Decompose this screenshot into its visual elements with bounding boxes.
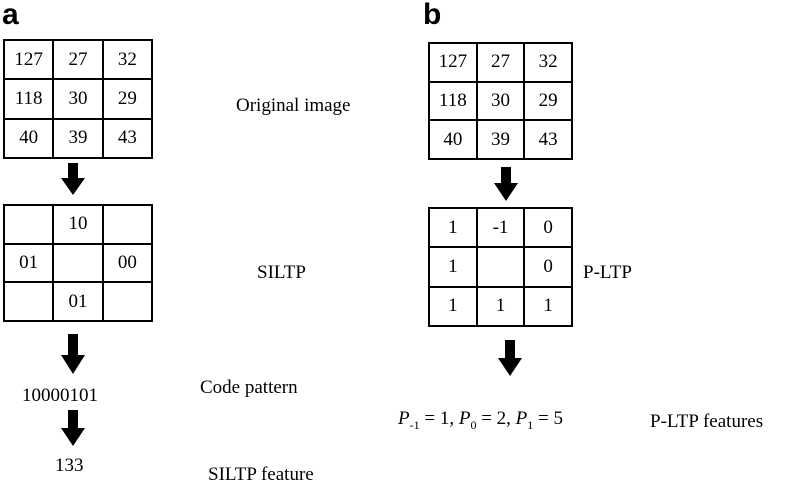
original-image-label: Original image [236, 95, 351, 116]
pltp-cell: 0 [524, 208, 572, 248]
pltp-cell: 1 [429, 208, 477, 248]
pixel-cell: 43 [524, 120, 572, 159]
pixel-cell: 29 [524, 81, 572, 121]
pixel-cell: 29 [102, 79, 152, 119]
pixel-cell: 40 [4, 118, 54, 158]
siltp-cell [4, 282, 54, 321]
siltp-cell [102, 282, 152, 321]
pixel-cell: 30 [53, 79, 103, 119]
pltp-features-formula: P-1 = 1, P0 = 2, P1 = 5 [398, 408, 563, 432]
down-arrow-icon [61, 334, 85, 374]
pltp-features-label: P-LTP features [650, 411, 764, 432]
pltp-cell: 1 [476, 286, 525, 326]
pixel-cell: 39 [53, 118, 103, 158]
siltp-cell [53, 243, 103, 283]
pltp-cell: 1 [429, 286, 477, 326]
pixel-cell: 118 [429, 81, 477, 121]
pixel-cell: 27 [476, 43, 525, 82]
pixel-cell: 30 [476, 81, 525, 121]
siltp-cell: 01 [4, 243, 54, 283]
down-arrow-icon [498, 340, 522, 376]
feature-term: P0 = 2 [458, 408, 507, 432]
feature-term: P-1 = 1 [398, 408, 450, 432]
siltp-label: SILTP [257, 262, 306, 283]
panel-b-letter: b [423, 0, 442, 31]
siltp-feature-value: 133 [55, 455, 84, 476]
pixel-cell: 118 [4, 79, 54, 119]
feature-term: P1 = 5 [515, 408, 563, 432]
pixel-cell: 32 [102, 40, 152, 80]
pixel-cell: 32 [524, 43, 572, 82]
pixel-cell: 127 [429, 43, 477, 82]
siltp-cell: 01 [53, 282, 103, 321]
pltp-cell: 0 [524, 247, 572, 287]
siltp-cell [102, 205, 152, 244]
panel-a-letter: a [2, 0, 19, 31]
siltp-feature-label: SILTP feature [208, 464, 314, 485]
pixel-cell: 27 [53, 40, 103, 80]
pixel-cell: 40 [429, 120, 477, 159]
pltp-cell: 1 [524, 286, 572, 326]
siltp-cell [4, 205, 54, 244]
pixel-cell: 39 [476, 120, 525, 159]
down-arrow-icon [494, 167, 518, 201]
code-pattern-label: Code pattern [200, 377, 298, 398]
pixel-cell: 43 [102, 118, 152, 158]
siltp-cell: 00 [102, 243, 152, 283]
down-arrow-icon [61, 410, 85, 446]
pltp-label: P-LTP [583, 262, 632, 283]
siltp-cell: 10 [53, 205, 103, 244]
pixel-cell: 127 [4, 40, 54, 80]
pltp-cell: 1 [429, 247, 477, 287]
pltp-cell [476, 247, 525, 287]
pltp-cell: -1 [476, 208, 525, 248]
code-pattern-value: 10000101 [22, 385, 98, 406]
down-arrow-icon [61, 163, 85, 195]
